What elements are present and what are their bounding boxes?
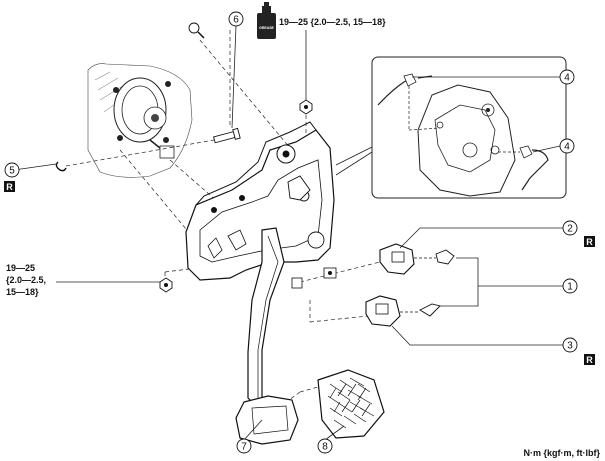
callout-1: 1 [562, 278, 578, 294]
replace-mark-3: R [584, 354, 595, 365]
pedal-pad-cover [317, 369, 385, 439]
svg-text:6: 6 [233, 15, 239, 26]
grease-tube-label: GREASE [259, 26, 274, 30]
mounting-nut-upper [299, 99, 313, 115]
svg-text:R: R [6, 182, 13, 192]
svg-text:R: R [586, 237, 593, 247]
pedal-position-switch [365, 295, 441, 327]
svg-text:4: 4 [564, 142, 570, 153]
svg-text:2: 2 [567, 224, 573, 235]
detail-inset [335, 56, 567, 199]
svg-text:5: 5 [9, 166, 15, 177]
svg-text:8: 8 [322, 442, 328, 453]
callout-leaders [13, 25, 563, 441]
svg-text:4: 4 [564, 73, 570, 84]
snap-pin-clip [55, 161, 67, 172]
svg-text:7: 7 [241, 442, 247, 453]
svg-text:1: 1 [567, 282, 573, 293]
mounting-nut-lower [159, 277, 173, 293]
units-label: N·m {kgf·m, ft·lbf} [524, 448, 601, 458]
brake-light-switch [379, 243, 455, 275]
callout-6: 6 [228, 11, 244, 27]
callout-7: 7 [236, 438, 252, 454]
grease-tube-icon: GREASE [257, 2, 276, 39]
torque-spec-lower-line1: 19—25 [6, 263, 35, 273]
svg-text:R: R [586, 355, 593, 365]
callout-4-lower: 4 [559, 138, 575, 154]
clevis-pin [213, 127, 241, 144]
replace-mark-5: R [4, 181, 15, 192]
svg-text:3: 3 [567, 341, 573, 352]
torque-spec-lower-line3: 15—18} [6, 287, 39, 297]
brake-booster-sketch [87, 63, 193, 178]
callout-3: 3 [562, 337, 578, 353]
callout-8: 8 [317, 438, 333, 454]
mounting-bolt [188, 22, 205, 39]
pedal-bracket [185, 121, 337, 289]
replace-mark-2: R [584, 236, 595, 247]
callout-5: 5 [4, 162, 20, 178]
callout-2: 2 [562, 220, 578, 236]
torque-spec-upper: 19—25 {2.0—2.5, 15—18} [279, 17, 386, 27]
callout-4-upper: 4 [559, 69, 575, 85]
torque-spec-lower-line2: {2.0—2.5, [6, 275, 46, 285]
